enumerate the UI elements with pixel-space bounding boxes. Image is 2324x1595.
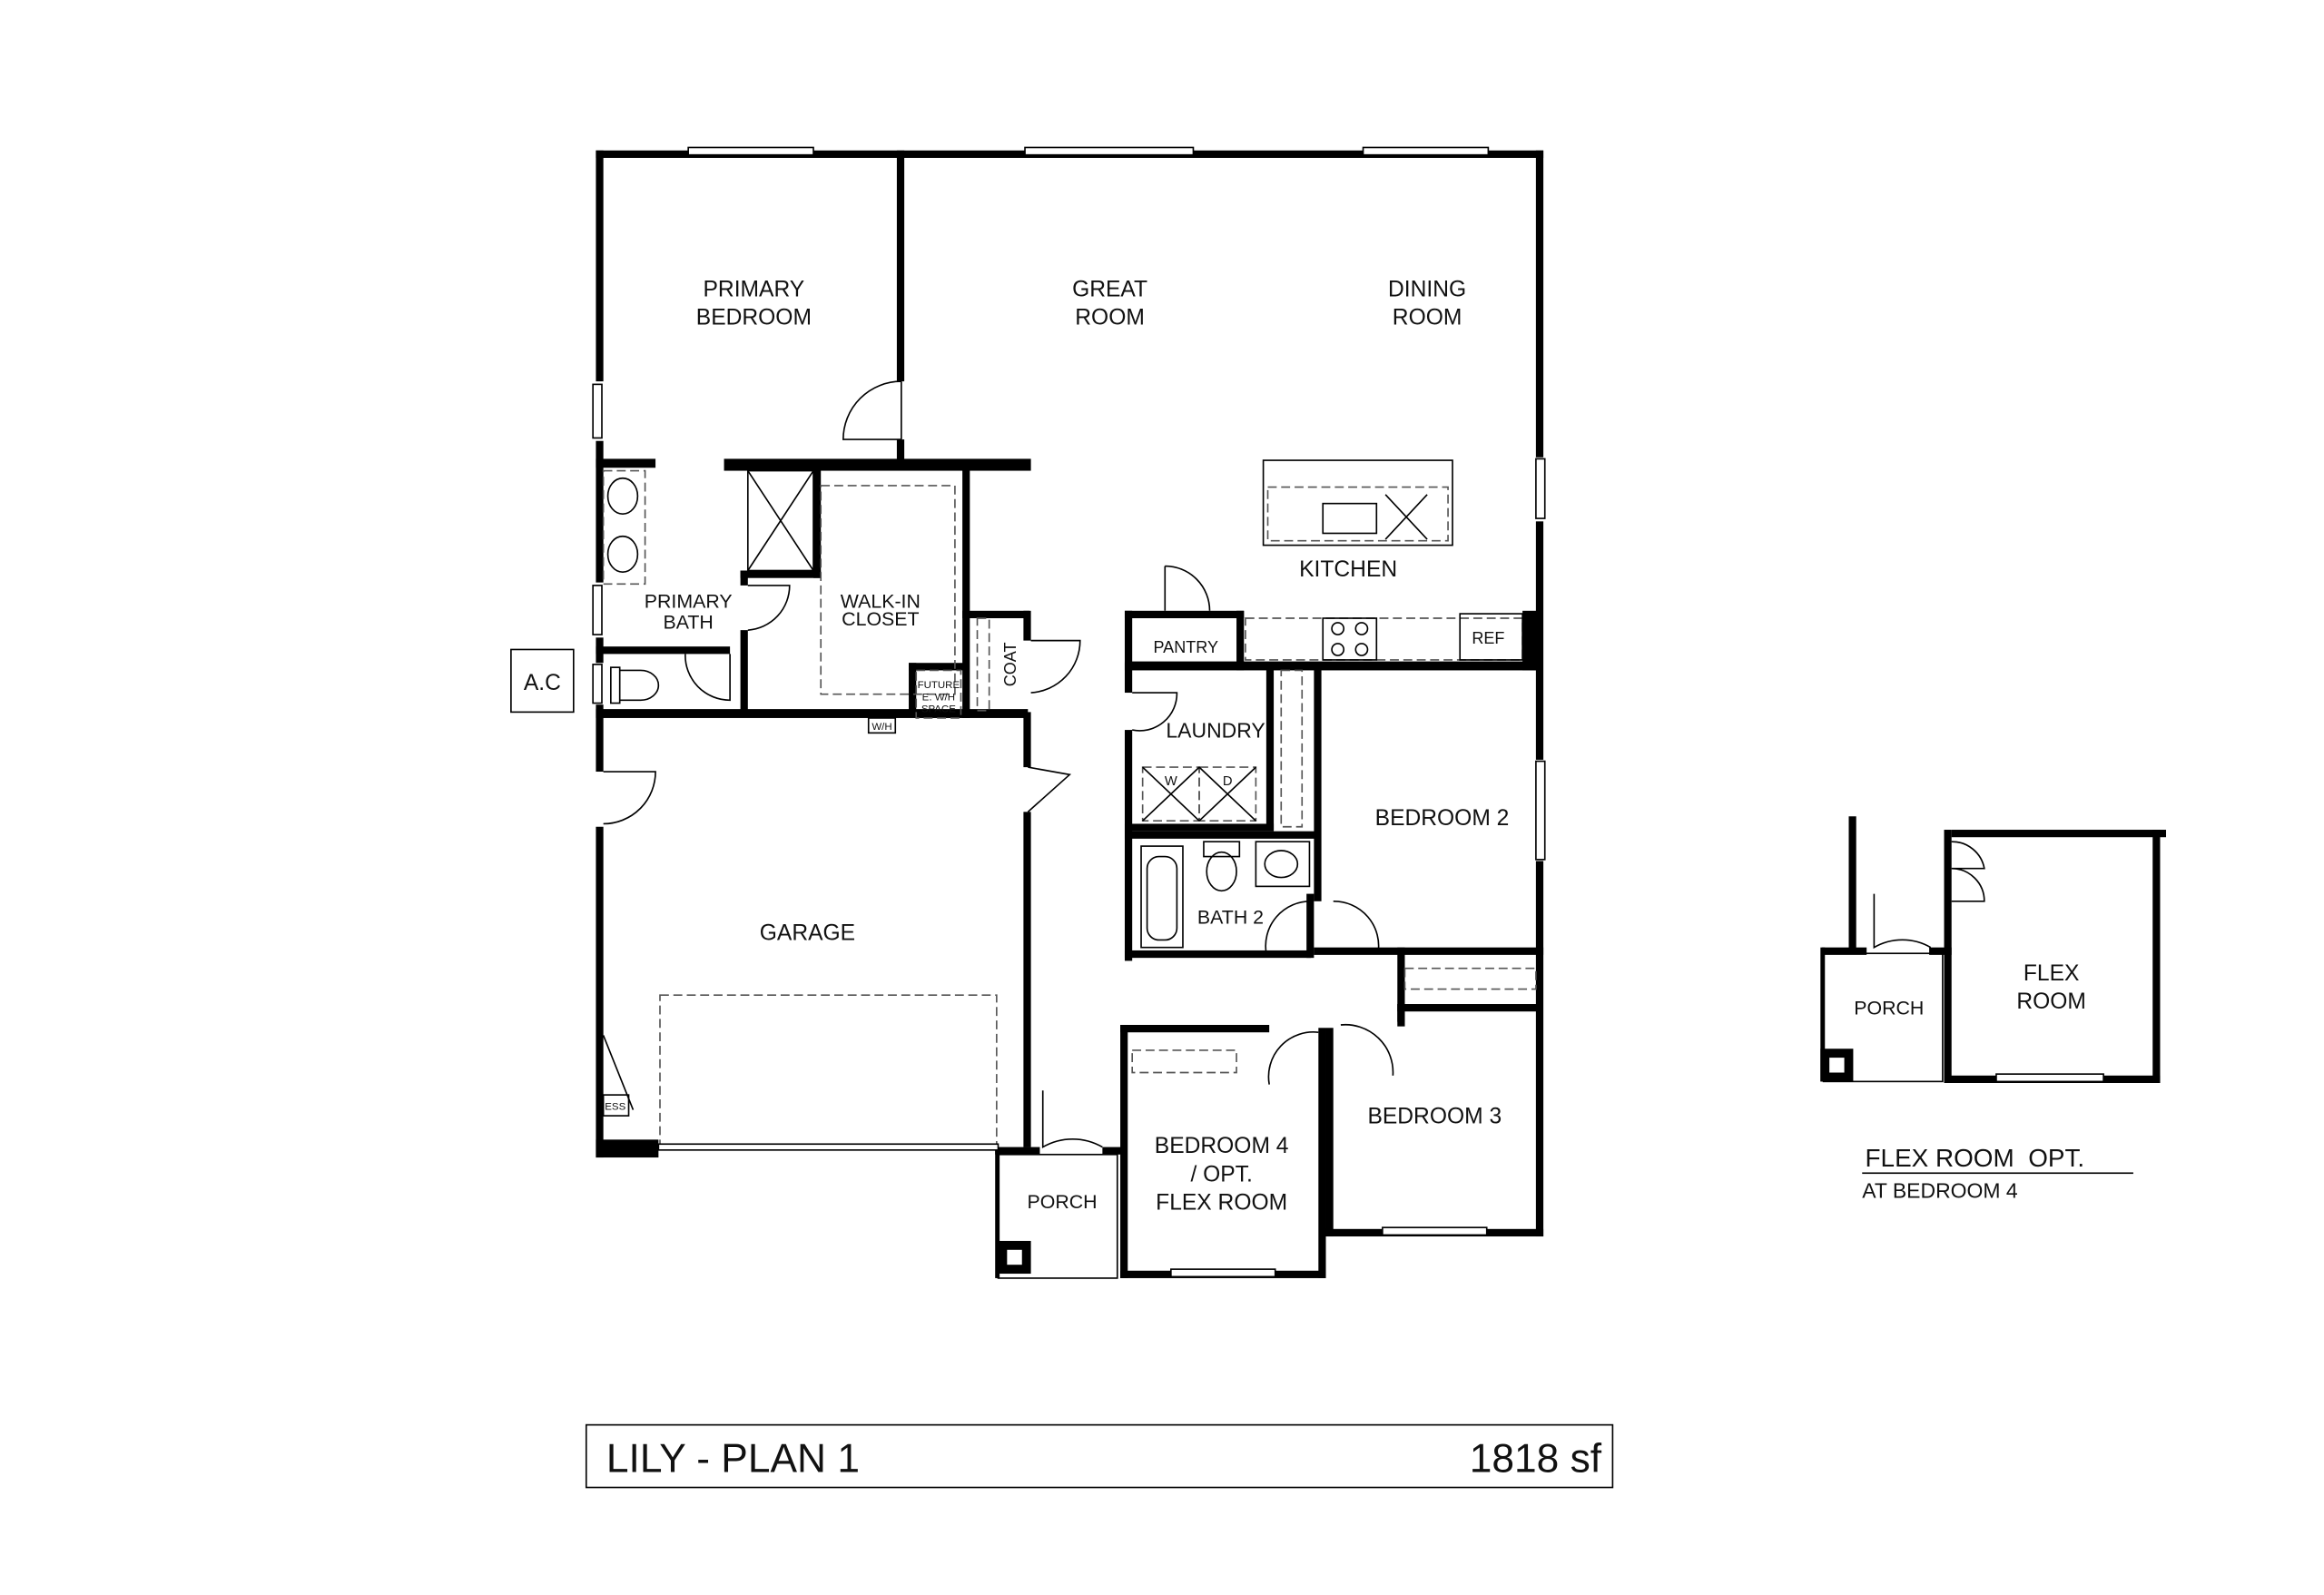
flex-room-option: PORCH FLEX ROOM FLEX ROOM OPT. AT BEDROO… [1820,816,2167,1202]
option-title: FLEX ROOM OPT. [1866,1144,2085,1172]
option-flex-room-label: ROOM [2016,989,2086,1014]
laundry-label: LAUNDRY [1166,718,1265,742]
bedroom-4-label: / OPT. [1190,1162,1252,1186]
bedroom-3-label: BEDROOM 3 [1367,1104,1502,1128]
ess-label: ESS [605,1102,625,1113]
porch-label: PORCH [1028,1191,1098,1213]
future-wh-label: E. W/H [922,692,955,703]
option-subtitle: AT BEDROOM 4 [1862,1178,2018,1202]
walk-in-closet-label: WALK-IN [841,591,921,613]
bedroom-4-label: BEDROOM 4 [1155,1134,1289,1158]
option-porch-label: PORCH [1854,998,1924,1019]
future-wh-label: FUTURE [918,680,960,691]
ac-unit [510,648,575,714]
future-wh-label: SPACE [921,704,956,714]
bedroom-4-label: FLEX ROOM [1156,1190,1287,1215]
bedroom-2-label: BEDROOM 2 [1375,806,1510,831]
ref-label: REF [1472,629,1504,647]
bath-2-label: BATH 2 [1197,906,1264,928]
room-labels: PRIMARY BEDROOM GREAT ROOM DINING ROOM K… [605,278,1509,1216]
garage-label: GARAGE [760,921,855,945]
plan-area: 1818 sf [1470,1436,1602,1481]
dining-room-label: DINING [1388,278,1466,302]
option-flex-room-label: FLEX [2024,961,2080,986]
dryer-label: D [1223,774,1233,789]
wh-label: W/H [872,722,891,733]
fixtures [602,459,1537,1151]
primary-bath-label: PRIMARY [645,591,733,613]
walls [596,150,1544,1279]
ac-label: A.C [524,671,561,695]
doors [603,380,1394,1148]
plan-name: LILY - PLAN 1 [606,1436,860,1481]
great-room-label: GREAT [1072,278,1147,302]
great-room-label: ROOM [1075,306,1145,330]
title-block: LILY - PLAN 1 1818 sf [585,1423,1614,1489]
primary-bedroom-label: PRIMARY [704,278,805,302]
primary-bath-label: BATH [664,611,714,633]
dining-room-label: ROOM [1393,306,1462,330]
primary-bedroom-label: BEDROOM [696,306,812,330]
walk-in-closet-label: CLOSET [842,608,919,630]
washer-label: W [1165,774,1177,789]
windows [592,146,1546,1278]
kitchen-label: KITCHEN [1299,557,1397,582]
coat-label: COAT [1001,642,1019,686]
pantry-label: PANTRY [1153,638,1218,656]
